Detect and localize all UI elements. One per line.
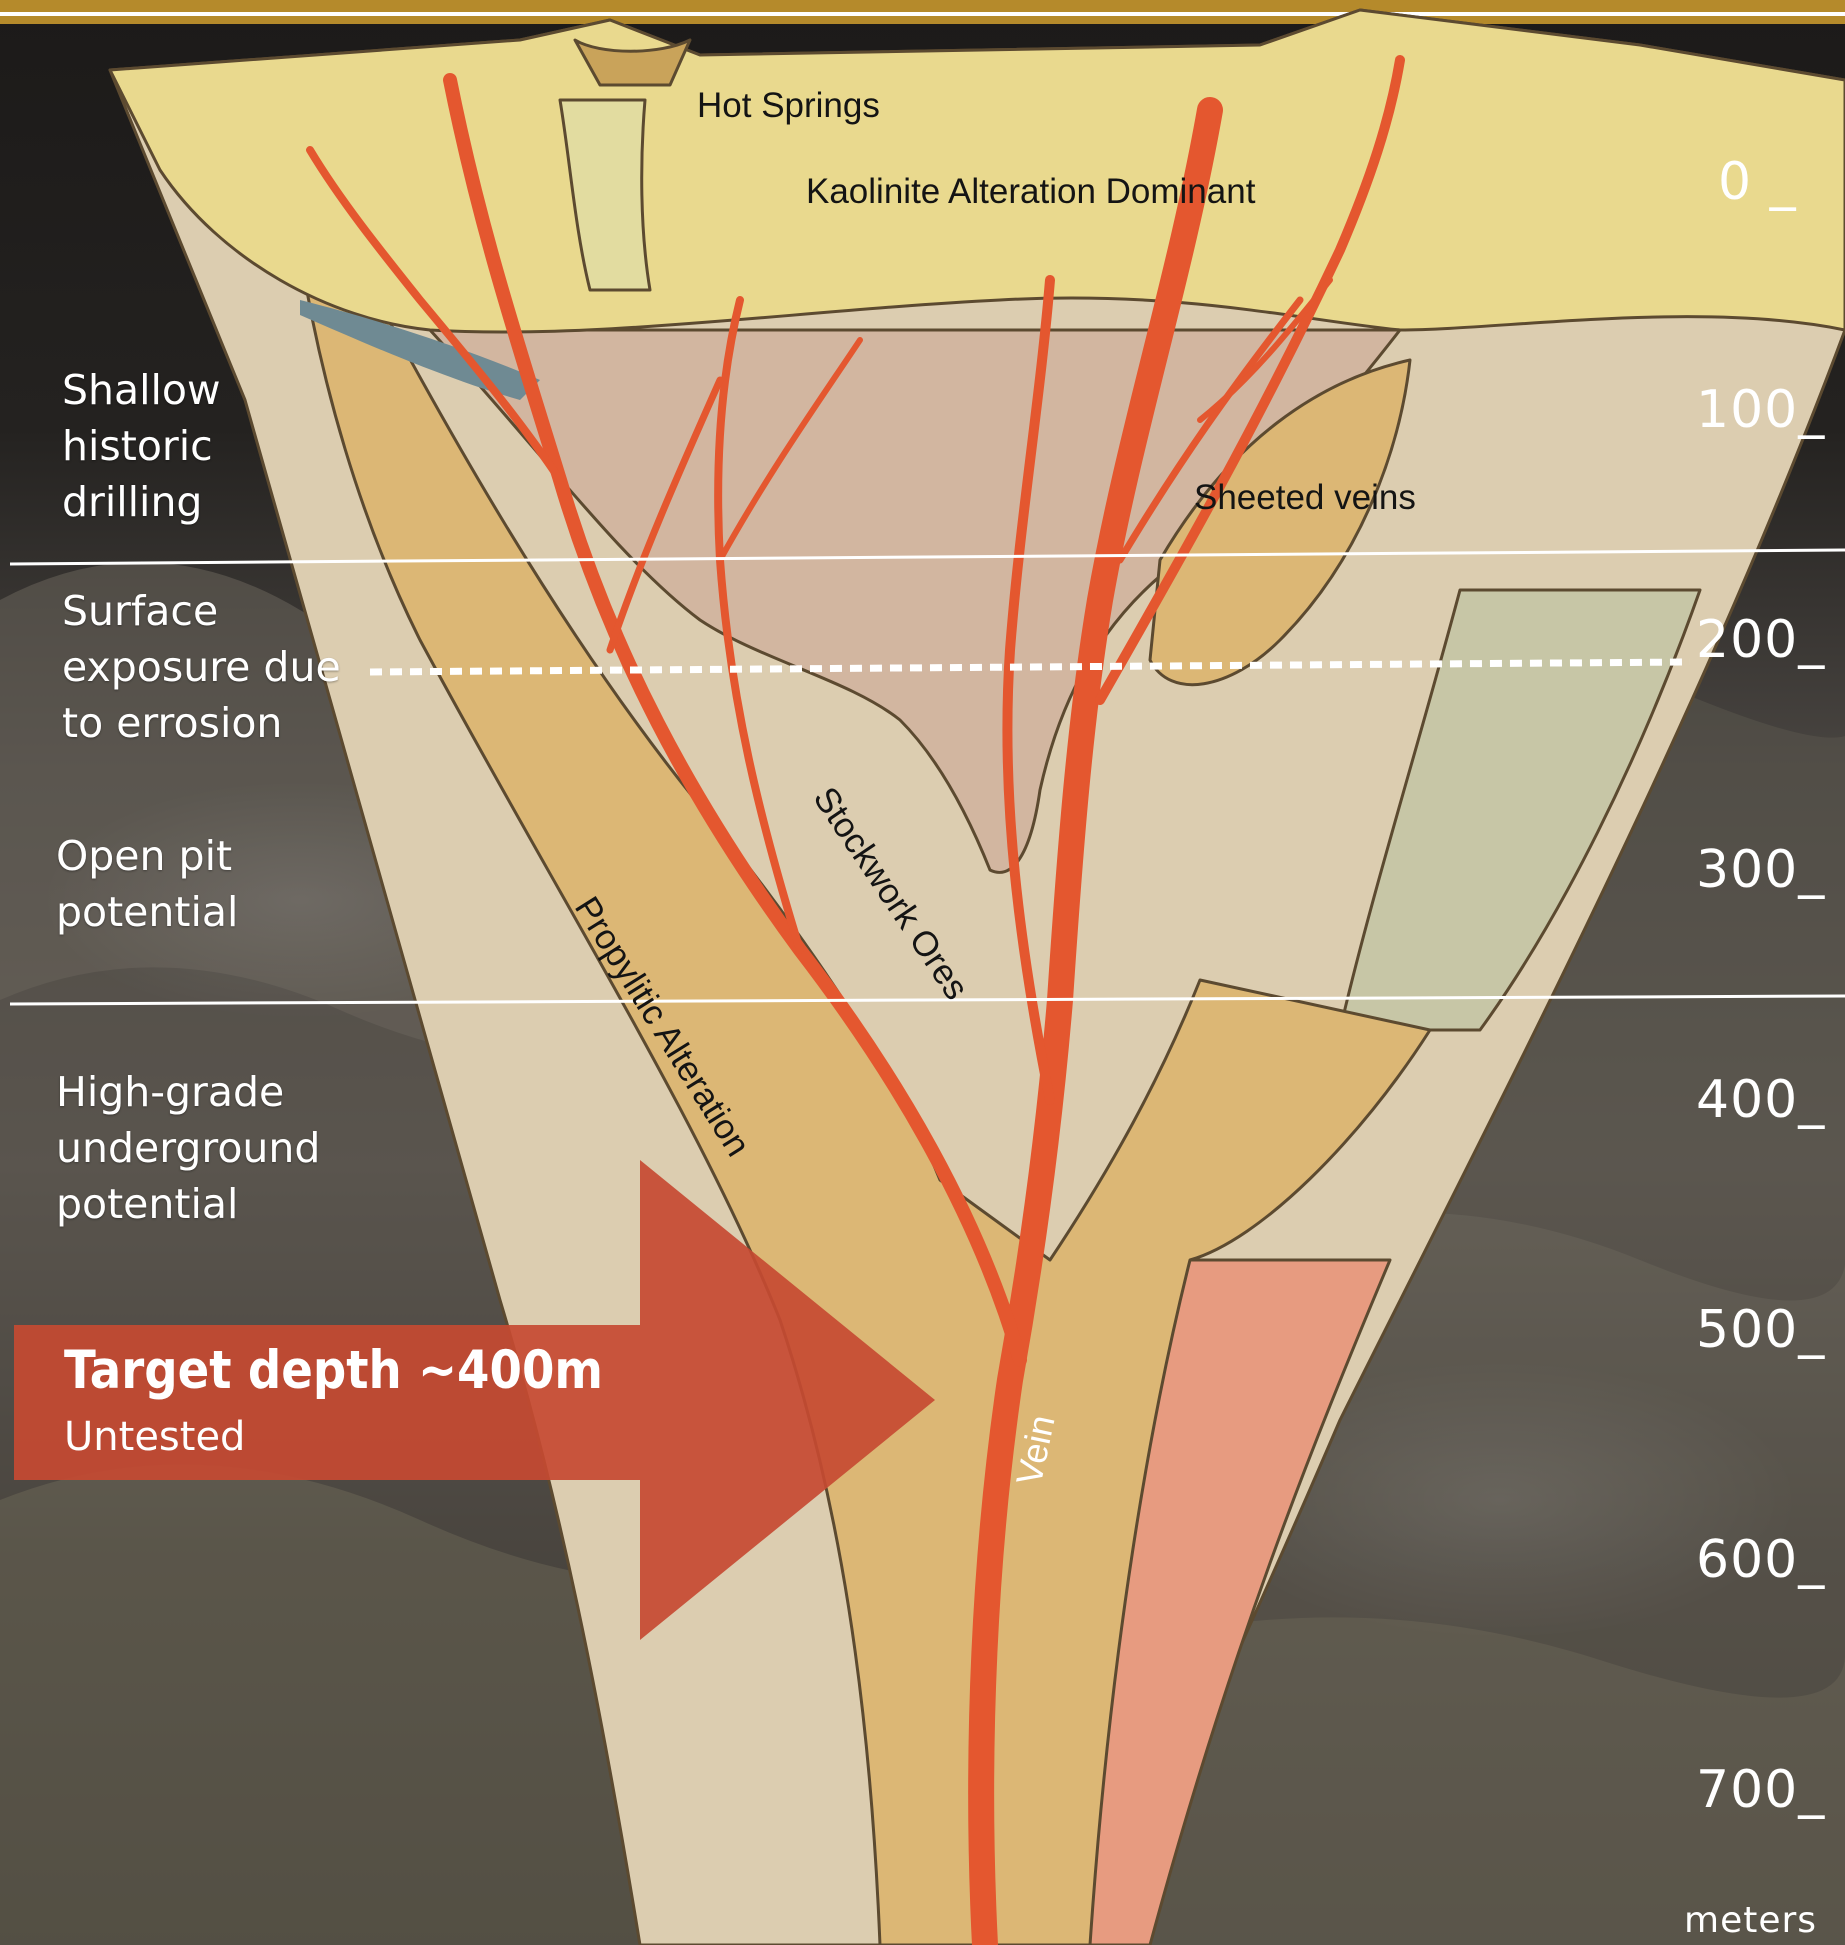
zone-label-open-pit: Open pit potential	[56, 828, 238, 940]
zone-label-surface-exposure: Surface exposure due to errosion	[62, 583, 341, 751]
depth-tick-100: 100_	[1696, 380, 1825, 440]
depth-tick-0: 0 _	[1718, 152, 1797, 212]
depth-tick-700: 700_	[1696, 1760, 1825, 1820]
depth-tick-500: 500_	[1696, 1300, 1825, 1360]
header-bar	[0, 0, 1845, 12]
depth-tick-600: 600_	[1696, 1530, 1825, 1590]
depth-tick-200: 200_	[1696, 610, 1825, 670]
zone-label-shallow-drilling: Shallow historic drilling	[62, 362, 221, 530]
target-title: Target depth ~400m	[64, 1340, 603, 1401]
kaolinite-zone	[110, 10, 1845, 332]
label-hot-springs: Hot Springs	[697, 86, 880, 126]
zone-label-high-grade: High-grade underground potential	[56, 1064, 320, 1232]
depth-tick-400: 400_	[1696, 1070, 1825, 1130]
label-sheeted-veins: Sheeted veins	[1194, 478, 1416, 518]
label-kaolinite: Kaolinite Alteration Dominant	[806, 172, 1255, 212]
depth-tick-300: 300_	[1696, 840, 1825, 900]
target-subtitle: Untested	[64, 1414, 245, 1460]
depth-unit: meters	[1684, 1900, 1817, 1941]
